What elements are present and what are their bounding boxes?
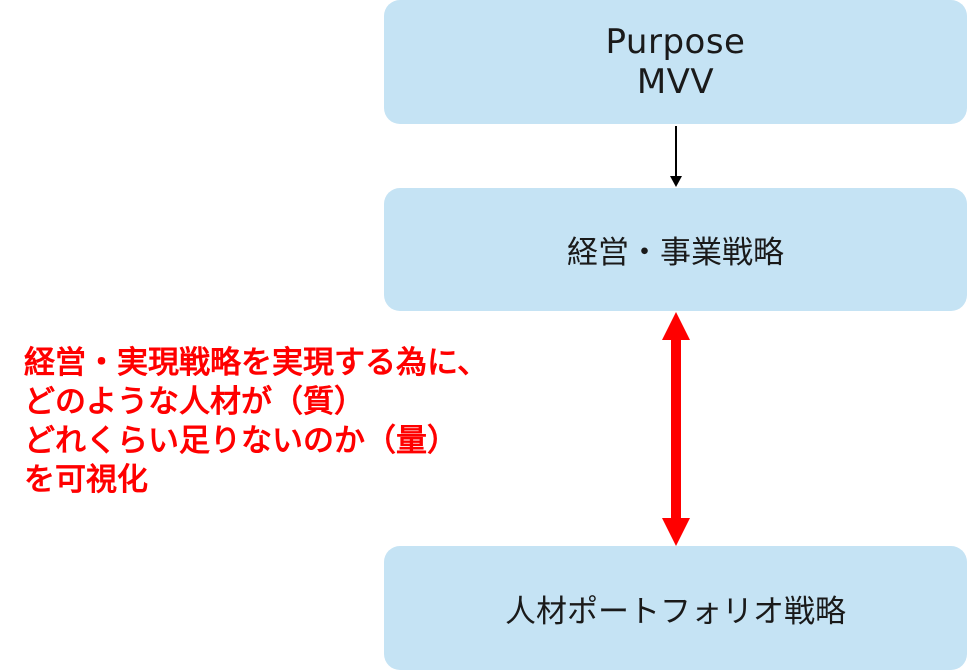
- double-headed-arrow: [662, 312, 690, 546]
- business-strategy-box: 経営・事業戦略: [384, 188, 967, 311]
- annotation-text: 経営・実現戦略を実現する為に、 どのような人材が（質） どれくらい足りないのか（…: [24, 344, 488, 500]
- business-strategy-label: 経営・事業戦略: [567, 235, 784, 271]
- purpose-mvv-box: Purpose MVV: [384, 0, 967, 124]
- annotation-line-3: どれくらい足りないのか（量）: [24, 423, 458, 459]
- annotation-line-4: を可視化: [24, 462, 148, 498]
- mvv-label: MVV: [636, 62, 715, 102]
- down-arrow: [670, 126, 682, 187]
- annotation-line-2: どのような人材が（質）: [24, 384, 365, 420]
- purpose-label: Purpose: [605, 22, 746, 62]
- talent-portfolio-box: 人材ポートフォリオ戦略: [384, 546, 967, 670]
- talent-portfolio-label: 人材ポートフォリオ戦略: [505, 593, 846, 630]
- annotation-line-1: 経営・実現戦略を実現する為に、: [24, 345, 489, 381]
